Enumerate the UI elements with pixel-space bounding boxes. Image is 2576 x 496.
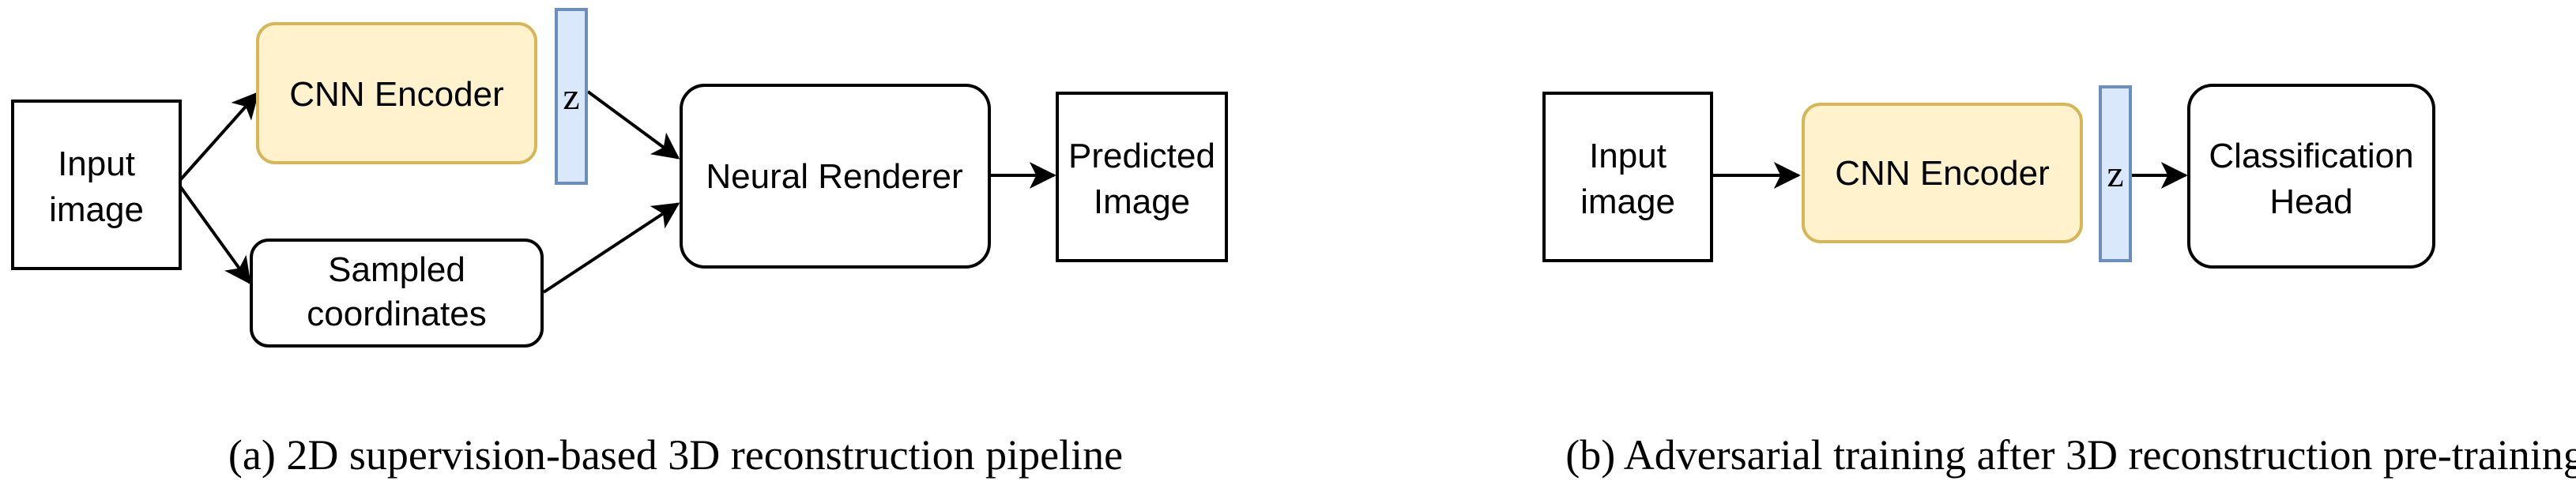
edge-input-to-coordinates bbox=[179, 185, 251, 285]
latent-z-label: z bbox=[563, 76, 579, 118]
panel-b: Input image CNN Encoder z Classification… bbox=[1542, 84, 2576, 479]
predicted-image-label-line1: Predicted bbox=[1068, 137, 1215, 175]
classification-head-label-line1: Classification bbox=[2209, 137, 2413, 175]
predicted-image-label-line2: Image bbox=[1094, 182, 1190, 221]
input-image-label-line2: image bbox=[49, 190, 144, 229]
input-image-b-label-line1: Input bbox=[1589, 137, 1666, 175]
cnn-encoder-box bbox=[256, 22, 537, 164]
input-image-label-line1: Input bbox=[58, 145, 135, 183]
panel-a: Input image CNN Encoder z Sampled coordi… bbox=[11, 8, 1228, 479]
caption-b: (b) Adversarial training after 3D recons… bbox=[1565, 431, 2576, 479]
cnn-encoder-box-b bbox=[1802, 103, 2083, 243]
edge-coordinates-to-renderer bbox=[542, 202, 680, 294]
predicted-image-box bbox=[1056, 92, 1228, 262]
latent-z-box bbox=[555, 8, 588, 185]
classification-head-box bbox=[2187, 84, 2435, 269]
sampled-coordinates-box bbox=[250, 239, 544, 348]
edge-z-to-renderer bbox=[586, 90, 680, 160]
caption-a: (a) 2D supervision-based 3D reconstructi… bbox=[228, 431, 1123, 479]
neural-renderer-box bbox=[680, 84, 991, 269]
input-image-box-b bbox=[1542, 92, 1713, 262]
latent-z-b-label: z bbox=[2107, 153, 2123, 195]
latent-z-box-b bbox=[2099, 85, 2132, 262]
input-image-b-label-line2: image bbox=[1580, 182, 1675, 221]
input-image-box bbox=[11, 100, 182, 270]
sampled-coordinates-label-line2: coordinates bbox=[307, 295, 486, 333]
cnn-encoder-b-label: CNN Encoder bbox=[1835, 154, 2049, 193]
neural-renderer-label: Neural Renderer bbox=[706, 157, 962, 196]
classification-head-label-line2: Head bbox=[2269, 182, 2352, 221]
edge-input-to-encoder bbox=[179, 91, 259, 182]
cnn-encoder-label: CNN Encoder bbox=[289, 75, 503, 114]
sampled-coordinates-label-line1: Sampled bbox=[328, 250, 465, 289]
